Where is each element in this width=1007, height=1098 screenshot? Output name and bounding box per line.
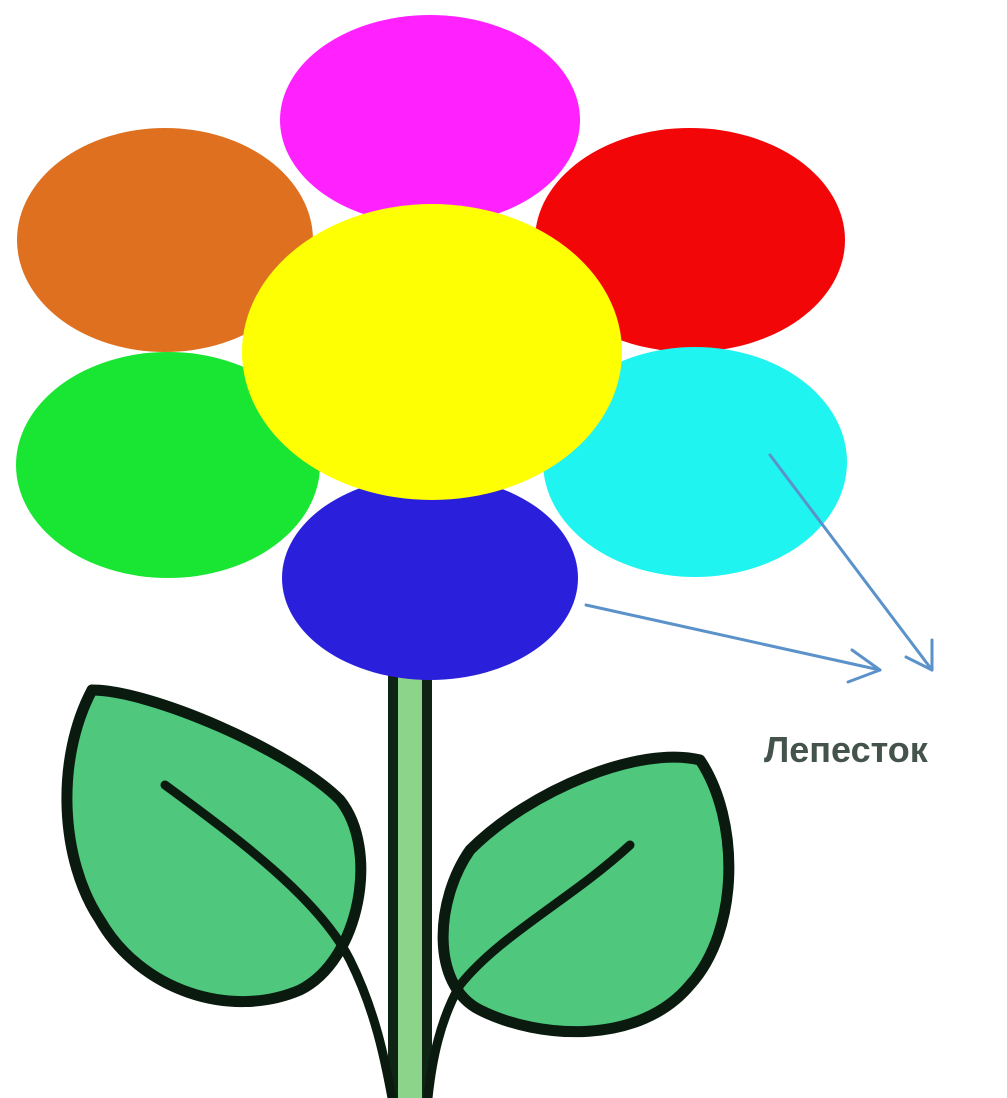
- petal-yellow: [242, 204, 622, 500]
- petal-label: Лепесток: [764, 729, 929, 770]
- petal-magenta: [280, 15, 580, 225]
- petal-blue: [282, 476, 578, 680]
- arrow-to-blue-petal: [586, 605, 880, 670]
- stem: [388, 660, 432, 1098]
- right-leaf: [428, 757, 729, 1098]
- petals: [16, 15, 847, 680]
- arrow-to-cyan-petal: [770, 455, 932, 670]
- left-leaf: [67, 690, 392, 1098]
